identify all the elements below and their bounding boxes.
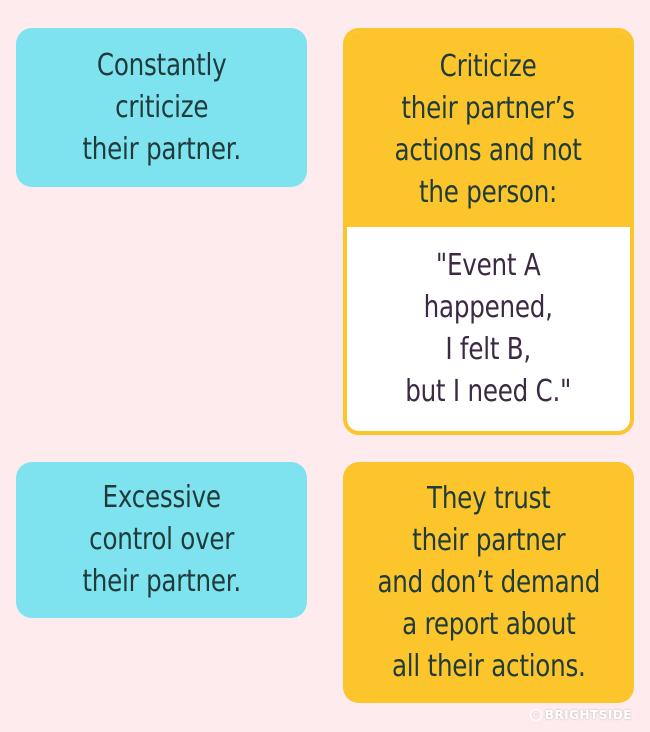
- copyright-icon: ©: [529, 709, 542, 721]
- card-text: Excessive control over their partner.: [82, 480, 241, 599]
- positive-behavior-card-criticize-actions: Criticize their partner’s actions and no…: [343, 28, 634, 435]
- negative-behavior-card-criticize: Constantly criticize their partner.: [16, 28, 307, 187]
- positive-behavior-card-trust: They trust their partner and don’t deman…: [343, 462, 634, 703]
- negative-behavior-card-control: Excessive control over their partner.: [16, 462, 307, 618]
- quote-box: "Event A happened, I felt B, but I need …: [347, 227, 630, 431]
- card-text: They trust their partner and don’t deman…: [377, 480, 600, 684]
- watermark-text: BRIGHTSIDE: [544, 708, 632, 722]
- card-header: Criticize their partner’s actions and no…: [347, 32, 630, 227]
- card-text: Constantly criticize their partner.: [82, 47, 241, 167]
- quote-text: "Event A happened, I felt B, but I need …: [405, 248, 572, 409]
- brightside-watermark: © BRIGHTSIDE: [529, 708, 632, 722]
- card-text: Criticize their partner’s actions and no…: [394, 48, 583, 210]
